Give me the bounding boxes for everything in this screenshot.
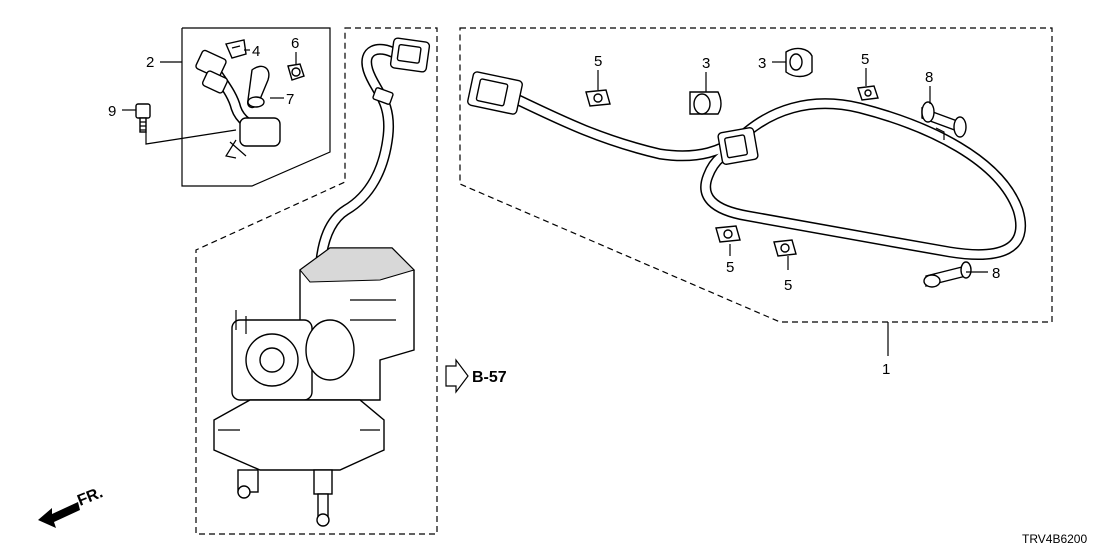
compressor-dashed-frame: [195, 27, 438, 535]
callout-5-bottom-right: 5: [784, 277, 792, 294]
main-harness-part[interactable]: [467, 71, 1027, 260]
holder-clip-part-8a[interactable]: [921, 101, 967, 140]
reference-arrow-icon: [445, 358, 469, 394]
grommet-part-3a[interactable]: [689, 91, 722, 115]
reference-label[interactable]: B-57: [472, 369, 507, 386]
clip-part-5a[interactable]: [585, 89, 611, 107]
callout-5-top-right: 5: [861, 51, 869, 68]
callout-9: 9: [108, 103, 116, 120]
holder-clip-part-8b[interactable]: [923, 261, 972, 288]
grommet-part-3b[interactable]: [785, 47, 813, 78]
leader-9-ext: [145, 129, 237, 145]
callout-4: 4: [252, 43, 260, 60]
callout-2: 2: [146, 54, 154, 71]
front-direction: FR.: [38, 484, 105, 528]
front-label: FR.: [75, 484, 105, 509]
clip-part-5c[interactable]: [715, 225, 741, 243]
callout-8-top: 8: [925, 69, 933, 86]
callout-8-bottom: 8: [992, 265, 1000, 282]
compressor-cable: [314, 37, 431, 276]
bolt-part-9[interactable]: [135, 103, 151, 133]
clip-part-6[interactable]: [287, 63, 305, 81]
harness-dashed-frame: [459, 27, 1053, 323]
callout-5-bottom-left: 5: [726, 259, 734, 276]
callout-3-left: 3: [702, 55, 710, 72]
band-clip-part-7[interactable]: [246, 65, 270, 109]
clip-part-4[interactable]: [225, 39, 247, 59]
callout-1: 1: [882, 361, 890, 378]
group-box-item-2: [181, 27, 331, 187]
electric-compressor: [213, 247, 415, 527]
clip-part-5d[interactable]: [773, 239, 797, 257]
front-arrow-icon: [38, 502, 80, 528]
reference-b57[interactable]: B-57: [445, 358, 507, 394]
callout-3-right: 3: [758, 55, 766, 72]
sub-harness-part[interactable]: [195, 49, 281, 159]
diagram-code: TRV4B6200: [1022, 532, 1087, 546]
callout-6: 6: [291, 35, 299, 52]
callout-7: 7: [286, 91, 294, 108]
callout-5-top-left: 5: [594, 53, 602, 70]
clip-part-5b[interactable]: [857, 85, 879, 101]
